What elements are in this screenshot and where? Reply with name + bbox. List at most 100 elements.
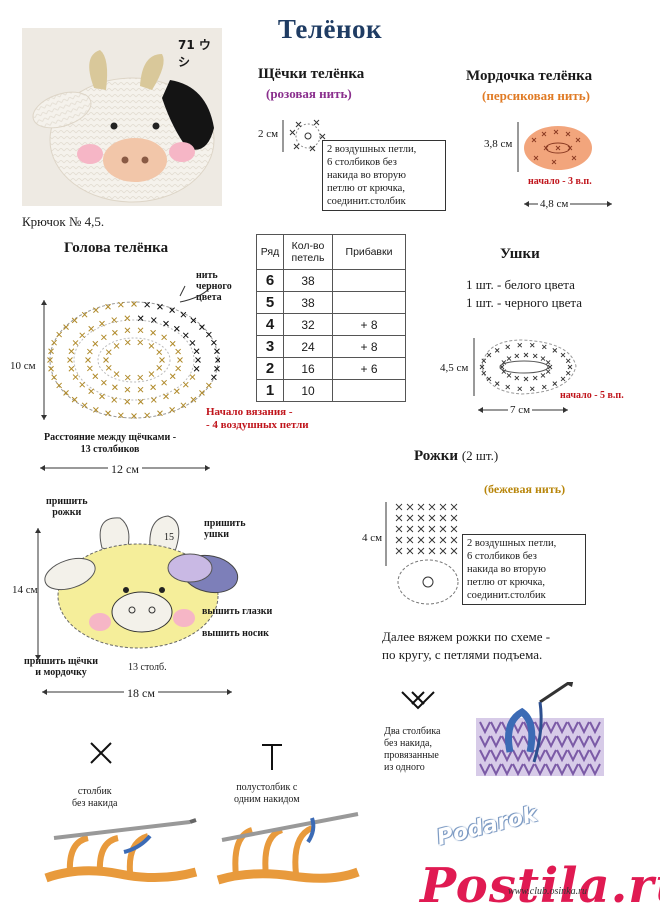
stitch-mark [560, 376, 566, 382]
table-header: Ряд [256, 234, 284, 270]
sc-symbol-icon [90, 742, 112, 764]
fabric-stitch [567, 721, 579, 735]
stitch-mark [494, 381, 500, 386]
fabric-stitch [479, 763, 491, 777]
fabric-stitch [490, 721, 502, 735]
stitch-mark [529, 342, 535, 348]
stitch-mark [92, 340, 99, 347]
stitch-mark [88, 388, 95, 395]
stitch-mark [214, 365, 220, 372]
stitch-mark [79, 381, 86, 388]
ears-start: начало - 5 в.п. [560, 390, 624, 401]
stitch-mark [150, 329, 156, 336]
stitch-mark [417, 547, 425, 555]
cow-photo: 71 ウシ [22, 28, 222, 206]
stitch-mark [150, 384, 156, 391]
stitch-mark [112, 329, 118, 336]
label-eyes: вышить глазки [202, 606, 273, 617]
stitch-mark [439, 514, 447, 522]
stitch-mark [157, 410, 163, 417]
instruction-line: соединит.столбик [327, 196, 406, 207]
stitch-mark [428, 514, 436, 522]
fabric-stitch [523, 749, 535, 763]
stitch-mark [190, 396, 197, 403]
sc2tog-symbol-icon [401, 691, 435, 710]
muzzle-title: Мордочка телёнка [466, 68, 593, 84]
stitch-mark [137, 374, 144, 381]
start-line: - 4 воздушных петли [206, 419, 309, 431]
stitch-mark [169, 307, 175, 313]
start-line: Начало вязания - [206, 406, 293, 418]
stitch-mark [565, 358, 571, 364]
fabric-stitch [490, 749, 502, 763]
stitch-mark [163, 393, 169, 400]
sc-illustration [44, 818, 198, 883]
stitch-mark [51, 374, 57, 381]
stitch-mark [195, 357, 201, 363]
legend-hdc: полустолбик с одним накидом [234, 782, 300, 805]
horns-title: Рожки (2 шт.) [414, 448, 499, 464]
stitch-mark [101, 379, 107, 386]
fabric-stitch [578, 749, 590, 763]
stitch-mark [161, 334, 167, 341]
stitch-mark [118, 301, 124, 308]
stitch-mark [144, 301, 150, 308]
fabric-stitch [501, 763, 513, 777]
stitch-mark [450, 547, 458, 555]
stitch-mark [150, 397, 157, 403]
stitch-mark [514, 375, 520, 381]
horns-yarn: (бежевая нить) [484, 482, 566, 496]
stitch-mark [505, 344, 511, 350]
page-title: Телёнок [277, 14, 383, 44]
stitch-mark [211, 339, 217, 346]
horns-diagram [385, 502, 459, 605]
stitch-mark [552, 348, 558, 353]
assembly-stitches: 13 столб. [128, 662, 167, 673]
stitch-mark [169, 407, 175, 413]
stitch-mark [163, 320, 169, 327]
ears-height: 4,5 см [440, 362, 469, 374]
stitch-mark [148, 343, 155, 349]
stitch-mark [214, 348, 220, 355]
stitch-mark [417, 536, 425, 544]
assembly-marker: 15 [164, 532, 174, 543]
stitch-mark [193, 348, 200, 355]
stitch-mark [494, 348, 500, 353]
stitch-mark [105, 410, 111, 417]
stitch-mark [56, 382, 63, 389]
stitch-mark [99, 393, 105, 400]
stitch-mark [51, 339, 57, 346]
stitch-mark [137, 398, 144, 405]
stitch-mark [124, 398, 131, 405]
stitch-mark [215, 357, 220, 363]
stitch-mark [105, 349, 112, 356]
fabric-stitch [567, 735, 579, 749]
muzzle-height: 3,8 см [484, 138, 513, 150]
stitch-mark [406, 525, 414, 533]
stitch-mark [479, 364, 485, 370]
stitch-mark [124, 327, 131, 334]
head-black-note: нить черного цвета [196, 270, 232, 303]
stitch-mark [113, 343, 120, 349]
head-height: 10 см [10, 360, 36, 372]
stitch-mark [505, 384, 511, 390]
instruction-line: 2 воздушных петли, [467, 538, 557, 549]
stitch-mark [506, 373, 512, 378]
fabric-stitch [512, 721, 524, 735]
stitch-mark [428, 525, 436, 533]
stitch-mark [552, 381, 558, 386]
stitch-mark [99, 320, 105, 327]
stitch-mark [189, 374, 196, 380]
fabric-stitch [578, 763, 590, 777]
label-horns: пришить рожки [46, 496, 88, 518]
stitch-mark [406, 536, 414, 544]
stitch-mark [103, 357, 109, 363]
head-diagram [41, 285, 220, 420]
stitch-mark [450, 525, 458, 533]
stitch-mark [113, 371, 120, 377]
muzzle-diagram [517, 122, 592, 172]
